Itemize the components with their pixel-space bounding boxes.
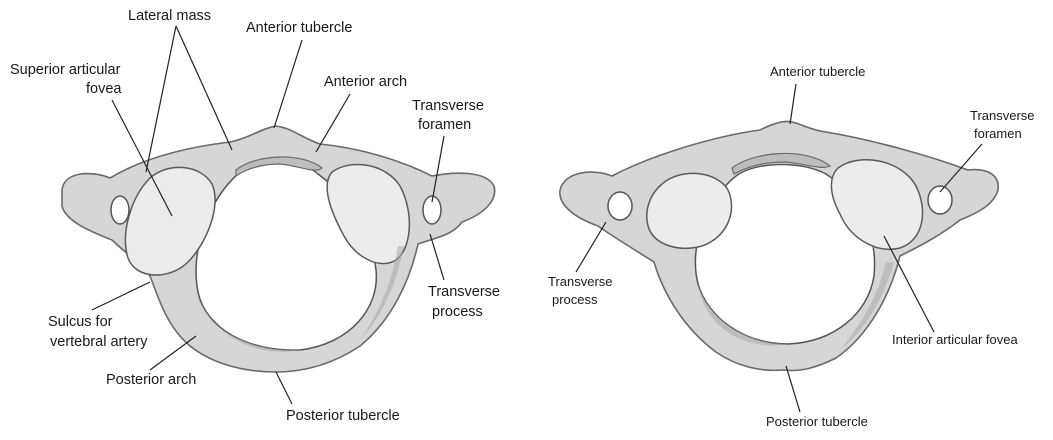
label-posterior-arch: Posterior arch <box>106 372 196 388</box>
leader-lateral-mass-2 <box>176 26 232 150</box>
leader-transverse-process <box>430 234 444 280</box>
label-anterior-tubercle: Anterior tubercle <box>246 20 352 36</box>
label-posterior-tubercle: Posterior tubercle <box>286 408 400 424</box>
label-transverse-foramen-line2: foramen <box>418 117 471 133</box>
leader-sulcus <box>92 282 150 310</box>
label-superior-articular-fovea-line2: fovea <box>86 81 122 97</box>
label-transverse-process-line1: Transverse <box>428 284 500 300</box>
label-lateral-mass: Lateral mass <box>128 8 211 24</box>
right-transverse-foramen-left <box>608 192 632 220</box>
label-right-transverse-foramen-line1: Transverse <box>970 108 1035 123</box>
label-superior-articular-fovea-line1: Superior articular <box>10 62 121 78</box>
leader-anterior-arch <box>316 94 350 152</box>
leader-right-transverse-process <box>576 222 606 272</box>
left-transverse-foramen-left <box>111 196 129 224</box>
leader-lateral-mass-1 <box>146 26 176 172</box>
label-transverse-foramen-line1: Transverse <box>412 98 484 114</box>
label-right-transverse-process-line1: Transverse <box>548 274 613 289</box>
label-right-interior-articular-fovea: Interior articular fovea <box>892 332 1018 347</box>
label-right-posterior-tubercle: Posterior tubercle <box>766 414 868 429</box>
label-right-transverse-process-line2: process <box>552 292 598 307</box>
label-anterior-arch: Anterior arch <box>324 74 407 90</box>
label-right-transverse-foramen-line2: foramen <box>974 126 1022 141</box>
label-sulcus-line1: Sulcus for <box>48 314 113 330</box>
label-transverse-process-line2: process <box>432 304 483 320</box>
leader-posterior-tubercle <box>276 372 292 404</box>
label-sulcus-line2: vertebral artery <box>50 334 148 350</box>
leader-right-posterior-tubercle <box>786 366 800 412</box>
leader-anterior-tubercle <box>274 40 302 128</box>
right-transverse-foramen-right <box>928 186 952 214</box>
leader-right-anterior-tubercle <box>790 84 796 124</box>
label-right-anterior-tubercle: Anterior tubercle <box>770 64 865 79</box>
leader-posterior-arch <box>150 336 196 370</box>
